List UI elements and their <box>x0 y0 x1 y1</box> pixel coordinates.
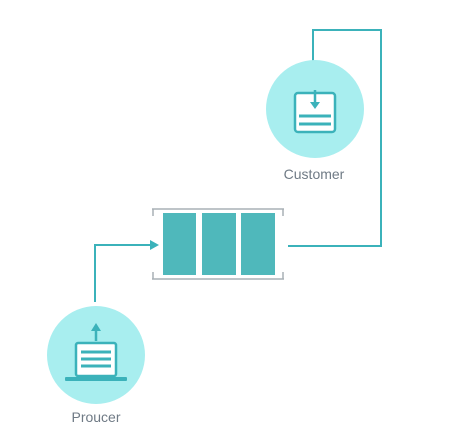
customer-node <box>266 60 364 158</box>
customer-label: Customer <box>283 166 345 182</box>
queue-slot <box>202 213 236 275</box>
producer-arrowhead <box>150 240 159 250</box>
laptop-upload-icon <box>65 323 127 381</box>
producer-node <box>47 306 145 404</box>
queue-slot <box>163 213 196 275</box>
queue-buffer <box>152 208 284 280</box>
producer-to-queue-arrow <box>94 244 150 302</box>
connectors <box>94 29 382 302</box>
queue-frame <box>152 208 284 280</box>
queue-to-customer-arrow <box>288 29 382 247</box>
inbox-download-icon <box>293 90 337 134</box>
queue-slot <box>241 213 275 275</box>
producer-label: Proucer <box>71 409 121 425</box>
